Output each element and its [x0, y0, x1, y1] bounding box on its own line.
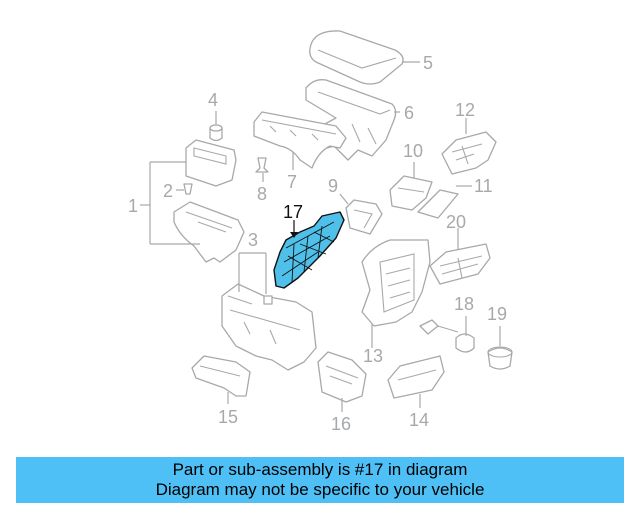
part-17-bracket-highlighted [273, 211, 345, 289]
callout-18: 18 [454, 294, 474, 314]
callout-1-bracket [140, 161, 200, 245]
callout-11: 11 [474, 176, 493, 196]
callout-14: 14 [409, 410, 429, 430]
part-4-knob [209, 111, 223, 142]
banner-line-2: Diagram may not be specific to your vehi… [155, 480, 485, 499]
callout-4: 4 [208, 90, 218, 110]
callout-8: 8 [257, 184, 267, 204]
part-20-vent [429, 228, 491, 285]
callout-9: 9 [328, 176, 338, 196]
part-14-pocket [387, 355, 445, 408]
callout-1: 1 [128, 196, 138, 216]
callout-12: 12 [455, 100, 475, 120]
part-10-plate [389, 162, 433, 211]
callout-15: 15 [218, 407, 238, 427]
info-banner: Part or sub-assembly is #17 in diagram D… [16, 457, 624, 503]
parts-diagram: 5 6 4 7 8 2 [128, 30, 513, 434]
callout-19: 19 [487, 304, 507, 324]
callout-2: 2 [163, 181, 173, 201]
callout-10: 10 [403, 141, 423, 161]
callout-16: 16 [331, 414, 351, 434]
part-11-strip [417, 185, 472, 219]
part-19-cup-ring [487, 326, 513, 370]
part-15-rail [191, 355, 251, 404]
part-7-bracket [253, 111, 347, 170]
part-1-console-tray [173, 201, 245, 263]
callout-5: 5 [423, 53, 433, 73]
part-1-cup-box [185, 139, 237, 187]
part-13-rear-trim [361, 239, 431, 348]
part-5-armrest-lid [309, 30, 420, 85]
part-8-clip [255, 157, 269, 182]
callout-17: 17 [283, 202, 303, 222]
part-2-clip [176, 183, 193, 195]
banner-line-1: Part or sub-assembly is #17 in diagram [172, 460, 468, 479]
callout-6: 6 [404, 103, 414, 123]
callout-7: 7 [287, 172, 297, 192]
part-12-control-panel [441, 118, 497, 175]
part-3-console-base [221, 252, 317, 371]
callout-13: 13 [363, 346, 383, 366]
callout-20: 20 [446, 212, 466, 232]
part-16-box [317, 351, 367, 412]
part-9-panel [339, 193, 383, 235]
part-18-connector [419, 316, 475, 353]
callout-3: 3 [248, 230, 258, 250]
